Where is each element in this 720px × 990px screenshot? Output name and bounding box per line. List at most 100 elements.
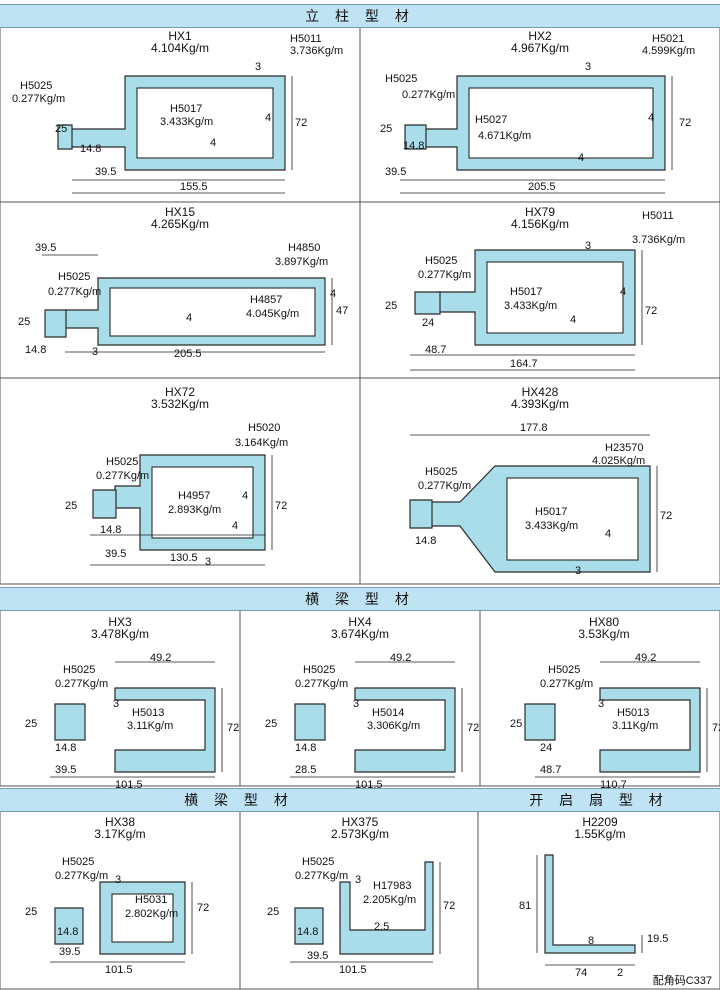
dim: 4 bbox=[330, 288, 337, 300]
connector-profile bbox=[409, 499, 433, 529]
connector-profile bbox=[54, 703, 86, 741]
dim: 3 bbox=[205, 556, 212, 568]
profile-weight: 3.674Kg/m bbox=[330, 627, 390, 641]
dim: 3 bbox=[598, 698, 605, 710]
dim: 4 bbox=[578, 152, 585, 164]
dim: 14.8 bbox=[415, 535, 437, 547]
dim: 3 bbox=[353, 698, 360, 710]
dim: 72 bbox=[197, 902, 210, 914]
dim: 25 bbox=[510, 718, 523, 730]
dim: 14.8 bbox=[25, 344, 47, 356]
profile-weight: 3.17Kg/m bbox=[94, 827, 146, 841]
part-weight: 4.025Kg/m bbox=[592, 455, 646, 467]
dim: 4 bbox=[232, 520, 239, 532]
dim: 3 bbox=[575, 565, 582, 577]
dim: 205.5 bbox=[528, 181, 556, 193]
connector-profile bbox=[57, 124, 73, 150]
dim: 48.7 bbox=[540, 764, 562, 776]
profile-name: HX4 bbox=[348, 615, 372, 629]
main-profile bbox=[114, 687, 216, 773]
dim: 25 bbox=[55, 123, 68, 135]
cell-border bbox=[359, 377, 720, 585]
dim: 25 bbox=[385, 300, 398, 312]
dim: 101.5 bbox=[105, 964, 133, 976]
profile-weight: 3.532Kg/m bbox=[150, 397, 210, 411]
connector-profile bbox=[54, 907, 84, 945]
part-code: H5025 bbox=[425, 255, 458, 267]
part-weight: 0.277Kg/m bbox=[418, 480, 472, 492]
dim: 4 bbox=[186, 312, 193, 324]
part-weight: 0.277Kg/m bbox=[48, 286, 102, 298]
dim: 72 bbox=[467, 722, 480, 734]
part-code: H5025 bbox=[106, 456, 139, 468]
dim: 14.8 bbox=[295, 742, 317, 754]
part-weight: 0.277Kg/m bbox=[540, 678, 594, 690]
inner-profile bbox=[111, 893, 174, 943]
dim: 74 bbox=[575, 967, 588, 979]
part-code: H5025 bbox=[58, 271, 91, 283]
dim: 72 bbox=[227, 722, 240, 734]
part-weight: 0.277Kg/m bbox=[55, 870, 109, 882]
dim: 28.5 bbox=[295, 764, 317, 776]
dim: 4 bbox=[648, 112, 655, 124]
dim: 110.7 bbox=[600, 779, 627, 791]
dim: 4 bbox=[210, 137, 217, 149]
connector-profile bbox=[404, 124, 427, 150]
main-profile bbox=[354, 687, 456, 773]
dim: 81 bbox=[519, 900, 532, 912]
dim: 4 bbox=[265, 112, 272, 124]
dim: 49.2 bbox=[635, 652, 657, 664]
profile-weight: 1.55Kg/m bbox=[574, 827, 626, 841]
inner-profile bbox=[151, 466, 254, 539]
part-code: H4957 bbox=[178, 490, 211, 502]
part-weight: 0.277Kg/m bbox=[418, 269, 472, 281]
dim: 4 bbox=[620, 286, 627, 298]
connector-profile bbox=[294, 907, 324, 945]
dim: 39.5 bbox=[105, 548, 127, 560]
part-weight: 0.277Kg/m bbox=[96, 470, 150, 482]
dim: 72 bbox=[295, 117, 308, 129]
dim: 25 bbox=[18, 316, 31, 328]
profile-name: H2209 bbox=[582, 815, 618, 829]
dim: 101.5 bbox=[355, 779, 383, 791]
profile-name: HX80 bbox=[588, 615, 620, 629]
dim: 39.5 bbox=[95, 166, 117, 178]
part-code: H5014 bbox=[372, 707, 405, 719]
part-code: H4850 bbox=[288, 242, 321, 254]
part-weight: 3.164Kg/m bbox=[235, 437, 289, 449]
part-weight: 2.802Kg/m bbox=[125, 908, 179, 920]
dim: 3 bbox=[113, 698, 120, 710]
part-code: H5025 bbox=[62, 856, 95, 868]
part-code: H5025 bbox=[302, 856, 335, 868]
part-weight: 0.277Kg/m bbox=[402, 89, 456, 101]
connector-profile bbox=[414, 291, 441, 315]
dim: 101.5 bbox=[115, 779, 143, 791]
dim: 72 bbox=[275, 500, 288, 512]
profile-weight: 2.573Kg/m bbox=[330, 827, 390, 841]
profile-name: HX38 bbox=[104, 815, 136, 829]
dim: 25 bbox=[25, 718, 38, 730]
dim: 2.5 bbox=[374, 921, 390, 933]
dim: 39.5 bbox=[35, 242, 57, 254]
connector-profile bbox=[294, 703, 326, 741]
dim: 14.8 bbox=[57, 926, 79, 938]
part-weight: 2.205Kg/m bbox=[363, 894, 417, 906]
dim: 164.7 bbox=[510, 358, 538, 370]
dim: 4 bbox=[242, 490, 249, 502]
profile-name: HX375 bbox=[341, 815, 379, 829]
dim: 25 bbox=[267, 906, 280, 918]
profile-weight: 4.156Kg/m bbox=[510, 217, 570, 231]
profile-name: HX15 bbox=[164, 205, 196, 219]
profile-weight: 4.104Kg/m bbox=[150, 41, 210, 55]
part-weight: 4.671Kg/m bbox=[478, 130, 532, 142]
part-weight: 3.736Kg/m bbox=[632, 234, 686, 246]
inner-profile bbox=[506, 477, 639, 561]
angle-profile bbox=[544, 854, 636, 954]
main-profile bbox=[339, 861, 434, 955]
dim: 3 bbox=[355, 874, 362, 886]
profile-name: HX79 bbox=[524, 205, 556, 219]
part-code: H5025 bbox=[425, 466, 458, 478]
profile-weight: 3.478Kg/m bbox=[90, 627, 150, 641]
part-weight: 3.306Kg/m bbox=[367, 720, 421, 732]
